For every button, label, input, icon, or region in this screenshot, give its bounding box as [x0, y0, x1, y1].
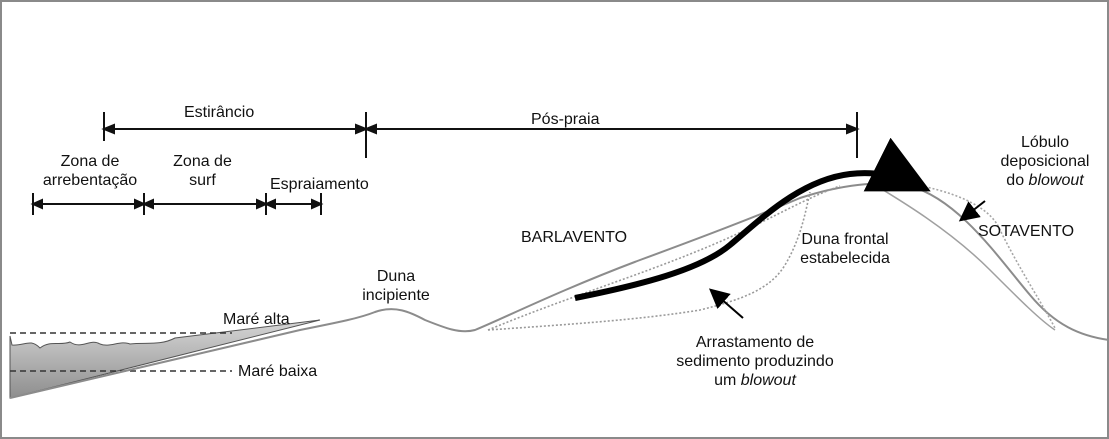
zona-scale-bars: [30, 193, 324, 215]
lobe-dotted-line: [904, 182, 1056, 329]
arrastamento-pointer-arrow: [708, 288, 744, 319]
zona-arrebentacao-label: Zona de arrebentação: [42, 153, 138, 189]
barlavento-label: BARLAVENTO: [521, 229, 628, 246]
duna-frontal-label: Duna frontal estabelecida: [800, 231, 890, 267]
estirancio-label: Estirâncio: [184, 104, 255, 121]
pos-praia-scale-bar: [363, 112, 860, 158]
blowout-dotted-lower: [487, 191, 811, 331]
espraiamento-label: Espraiamento: [270, 176, 369, 193]
water-body: [9, 319, 321, 399]
lobulo-label: Lóbulo deposicional do blowout: [1000, 134, 1090, 189]
duna-incipiente-label: Duna incipiente: [362, 268, 430, 304]
estirancio-scale-bar: [101, 112, 369, 158]
arrastamento-label: Arrastamento de sedimento produzindo um …: [676, 334, 834, 389]
pos-praia-label: Pós-praia: [531, 111, 600, 128]
sediment-transport-arrow: [574, 137, 931, 301]
lobulo-pointer-arrow: [958, 200, 986, 222]
zona-surf-label: Zona de surf: [173, 153, 232, 189]
blowout-dotted-upper: [487, 185, 841, 331]
mare-alta-label: Maré alta: [223, 311, 290, 328]
mare-baixa-label: Maré baixa: [238, 363, 318, 380]
beach-profile-line: [9, 182, 1109, 399]
sotavento-label: SOTAVENTO: [978, 223, 1075, 240]
dune-back-slope: [869, 181, 1056, 331]
